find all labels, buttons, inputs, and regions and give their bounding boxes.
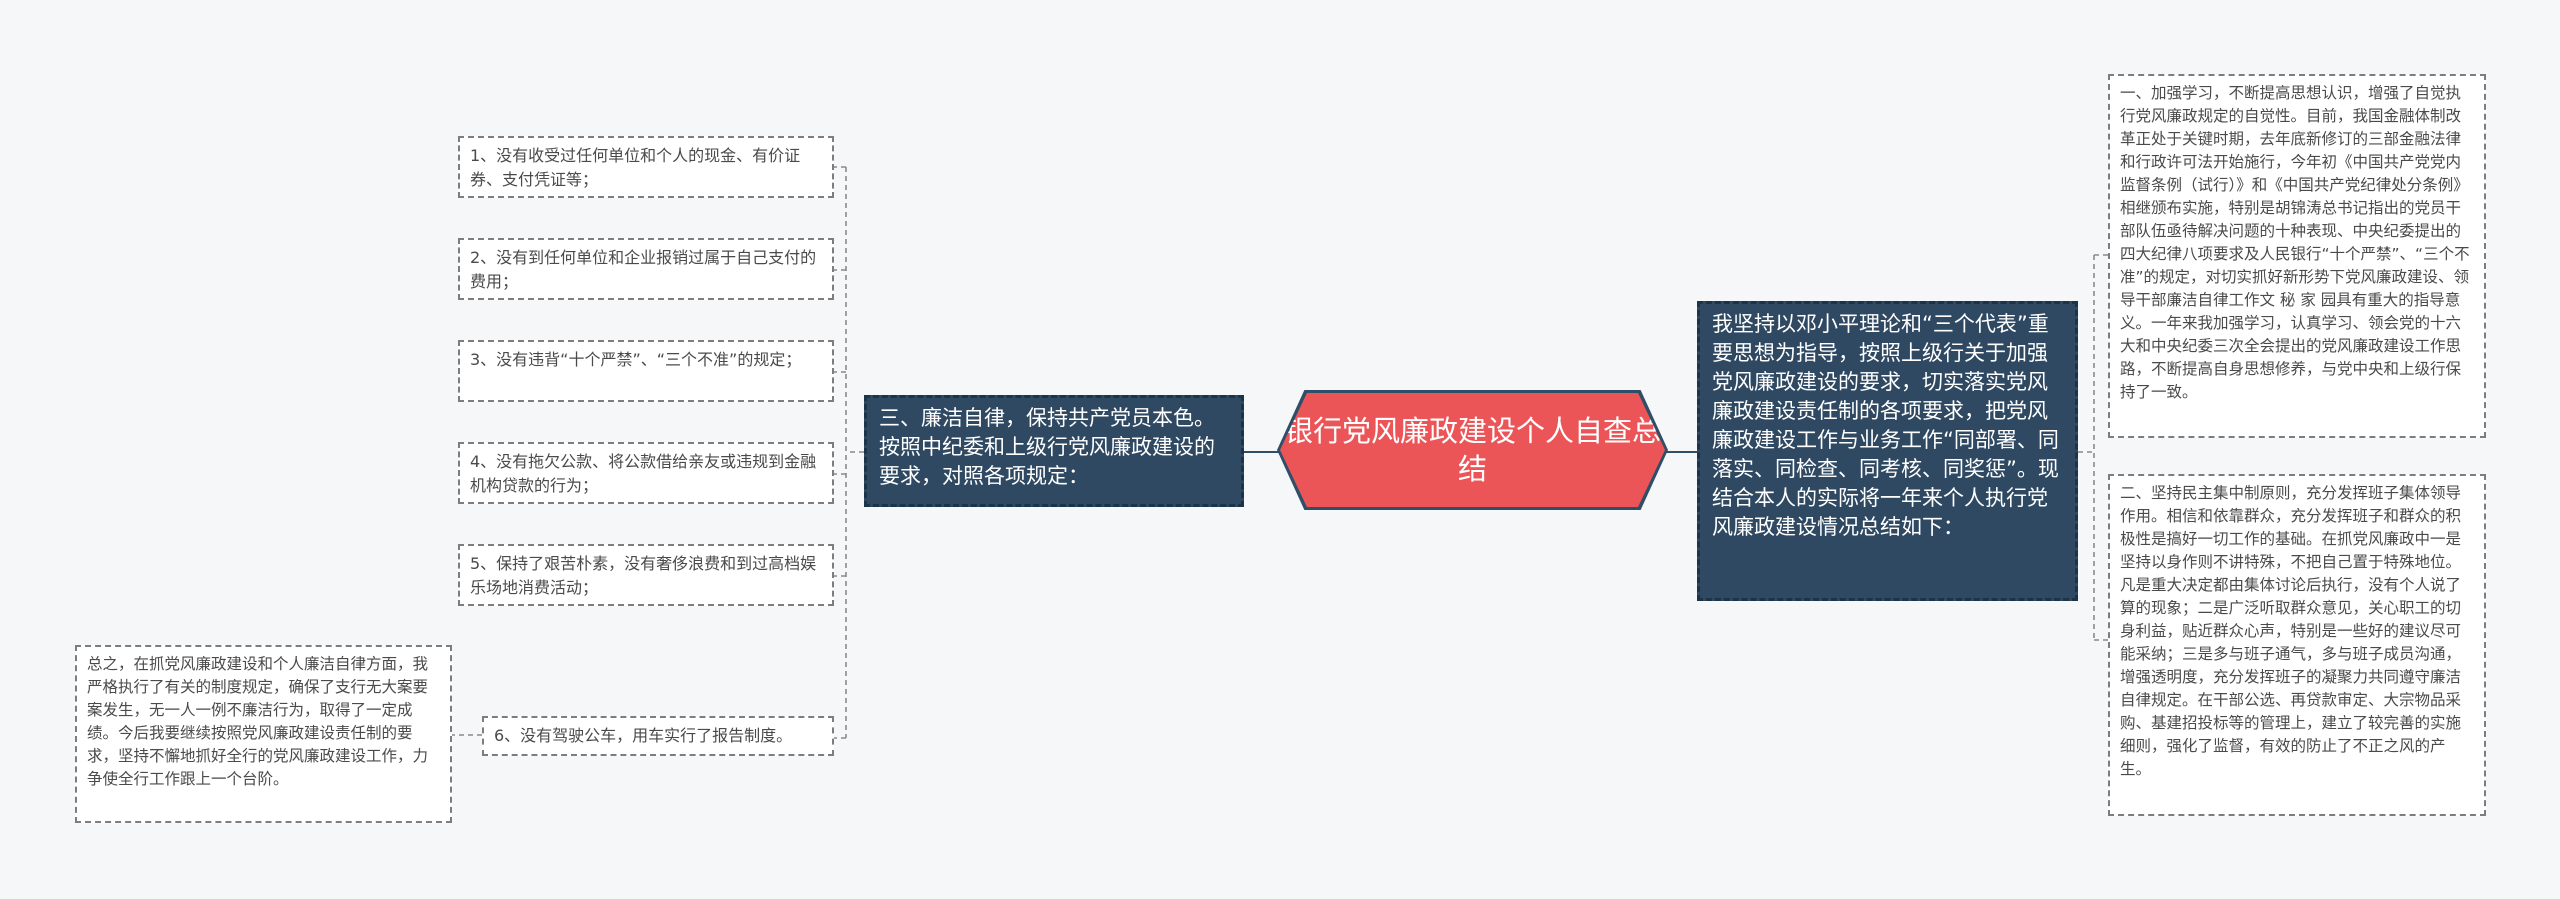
conclusion-leaf[interactable]: 总之，在抓党风廉政建设和个人廉洁自律方面，我严格执行了有关的制度规定，确保了支行… (75, 645, 452, 823)
left-leaf-3[interactable]: 3、没有违背“十个严禁”、“三个不准”的规定； (458, 340, 834, 402)
center-topic-label: 银行党风廉政建设个人自查总结 (1283, 414, 1661, 486)
left-leaf-1[interactable]: 1、没有收受过任何单位和个人的现金、有价证券、支付凭证等； (458, 136, 834, 198)
left-leaf-2[interactable]: 2、没有到任何单位和企业报销过属于自己支付的费用； (458, 238, 834, 300)
leaf-text: 1、没有收受过任何单位和个人的现金、有价证券、支付凭证等； (470, 146, 801, 189)
right-branch-label: 我坚持以邓小平理论和“三个代表”重要思想为指导，按照上级行关于加强党风廉政建设的… (1712, 312, 2059, 539)
leaf-text: 一、加强学习，不断提高思想认识，增强了自觉执行党风廉政规定的自觉性。目前，我国金… (2120, 84, 2470, 401)
left-leaf-4[interactable]: 4、没有拖欠公款、将公款借给亲友或违规到金融机构贷款的行为； (458, 442, 834, 504)
left-leaf-6[interactable]: 6、没有驾驶公车，用车实行了报告制度。 (482, 716, 834, 756)
right-connectors (2078, 254, 2108, 641)
leaf-text: 4、没有拖欠公款、将公款借给亲友或违规到金融机构贷款的行为； (470, 452, 817, 495)
left-connectors (452, 166, 864, 739)
left-branch-node[interactable]: 三、廉洁自律，保持共产党员本色。按照中纪委和上级行党风廉政建设的要求，对照各项规… (864, 395, 1244, 507)
left-branch-label: 三、廉洁自律，保持共产党员本色。按照中纪委和上级行党风廉政建设的要求，对照各项规… (879, 406, 1215, 488)
leaf-text: 3、没有违背“十个严禁”、“三个不准”的规定； (470, 350, 802, 369)
leaf-text: 5、保持了艰苦朴素，没有奢侈浪费和到过高档娱乐场地消费活动； (470, 554, 817, 597)
leaf-text: 6、没有驾驶公车，用车实行了报告制度。 (494, 726, 793, 745)
conclusion-text: 总之，在抓党风廉政建设和个人廉洁自律方面，我严格执行了有关的制度规定，确保了支行… (87, 655, 429, 788)
right-leaf-1[interactable]: 一、加强学习，不断提高思想认识，增强了自觉执行党风廉政规定的自觉性。目前，我国金… (2108, 74, 2486, 438)
left-leaf-5[interactable]: 5、保持了艰苦朴素，没有奢侈浪费和到过高档娱乐场地消费活动； (458, 544, 834, 606)
right-branch-node[interactable]: 我坚持以邓小平理论和“三个代表”重要思想为指导，按照上级行关于加强党风廉政建设的… (1697, 301, 2078, 601)
center-topic[interactable]: 银行党风廉政建设个人自查总结 (1280, 393, 1665, 507)
leaf-text: 二、坚持民主集中制原则，充分发挥班子集体领导作用。相信和依靠群众，充分发挥班子和… (2120, 484, 2462, 778)
right-leaf-2[interactable]: 二、坚持民主集中制原则，充分发挥班子集体领导作用。相信和依靠群众，充分发挥班子和… (2108, 474, 2486, 816)
leaf-text: 2、没有到任何单位和企业报销过属于自己支付的费用； (470, 248, 817, 291)
